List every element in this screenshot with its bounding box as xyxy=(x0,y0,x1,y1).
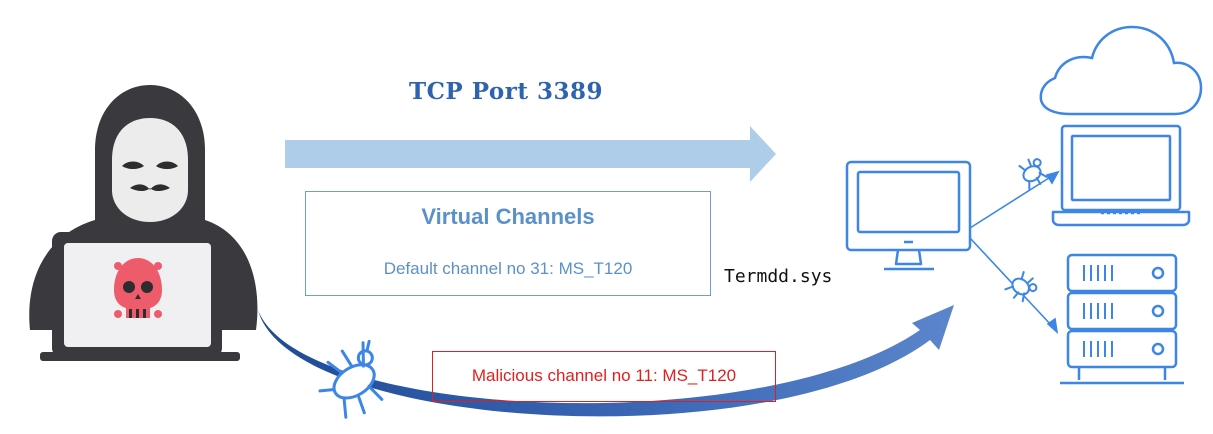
virtual-channels-box: Virtual Channels Default channel no 31: … xyxy=(305,191,711,296)
branch-arrows xyxy=(969,170,1060,335)
bug-icon xyxy=(1018,158,1048,191)
malicious-channel-label: Malicious channel no 11: MS_T120 xyxy=(471,366,737,385)
malicious-channel-box: Malicious channel no 11: MS_T120 xyxy=(432,351,776,402)
cloud-icon xyxy=(1039,25,1203,116)
virtual-channels-title: Virtual Channels xyxy=(421,204,595,229)
skull-icon xyxy=(114,258,162,318)
bug-icon xyxy=(1004,271,1038,303)
monitor-icon xyxy=(845,160,972,271)
laptop-icon xyxy=(1051,124,1191,227)
server-rack-icon xyxy=(1060,253,1184,385)
driver-label: Termdd.sys xyxy=(724,266,833,287)
connection-port-label: TCP Port 3389 xyxy=(409,78,604,105)
bug-icon xyxy=(318,339,384,419)
default-channel-label: Default channel no 31: MS_T120 xyxy=(383,259,633,278)
malicious-curve-arrow xyxy=(258,305,954,417)
connection-arrow xyxy=(285,126,776,182)
hooded-attacker-icon xyxy=(29,85,258,361)
